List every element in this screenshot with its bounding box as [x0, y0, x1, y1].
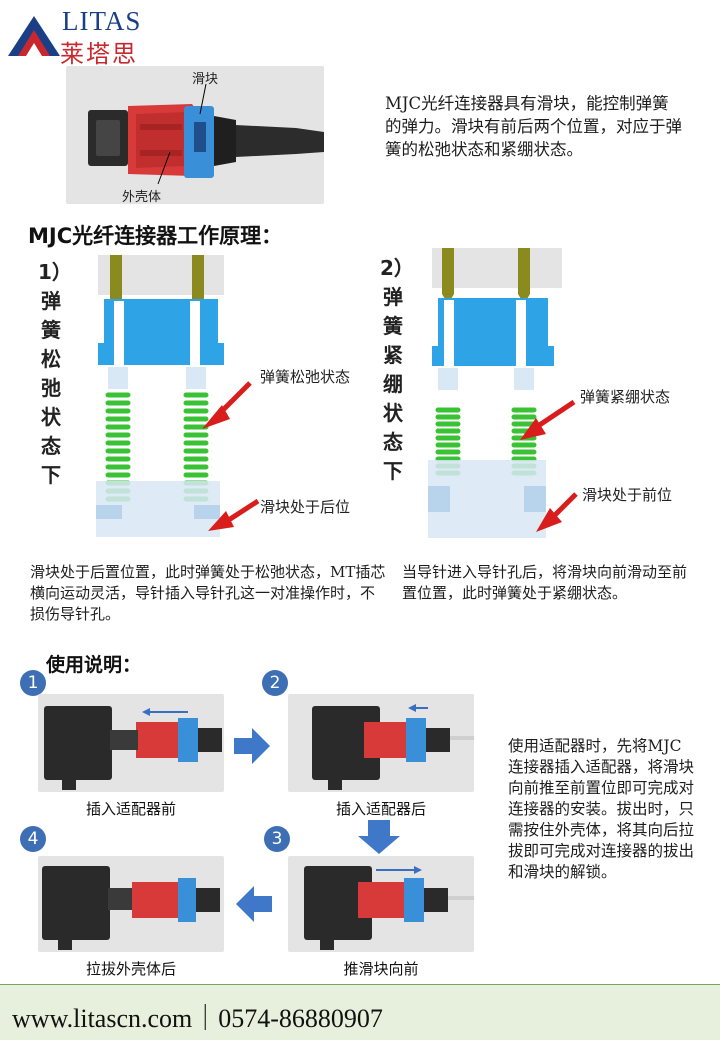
label-char: 状 [41, 405, 61, 429]
step-4-photo [38, 856, 224, 952]
label-char: 态 [41, 434, 61, 458]
step-2-photo [288, 694, 474, 792]
diagram1-relaxed-spring [96, 255, 260, 537]
callout-slider-back: 滑块处于后位 [260, 498, 351, 516]
step-3-photo [288, 856, 474, 952]
label-char: 绷 [383, 372, 403, 396]
down-arrow-icon [358, 820, 400, 854]
callout-spring-tight: 弹簧紧绷状态 [580, 388, 671, 406]
principle-title: MJC光纤连接器工作原理： [28, 224, 283, 248]
left-arrow-icon [236, 886, 272, 922]
step-1-badge: 1 [20, 670, 46, 696]
step-2-caption: 插入适配器后 [335, 800, 426, 818]
label-char: 簧 [41, 318, 61, 342]
connector-photo: 滑块 外壳体 [66, 66, 324, 205]
usage-instructions: 使用适配器时，先将MJC连接器插入适配器，将滑块向前推至前置位即可完成对连接器的… [508, 737, 695, 881]
usage-title: 使用说明： [46, 654, 142, 676]
step-1-caption: 插入适配器前 [85, 800, 176, 818]
slider-label: 滑块 [192, 72, 219, 87]
label-char: 弛 [41, 376, 61, 400]
label-char: 弹 [383, 285, 403, 309]
label-char: 1） [38, 260, 72, 284]
callout-slider-front: 滑块处于前位 [582, 486, 673, 504]
logo-text-cn: 莱塔思 [60, 40, 138, 68]
diagram1-caption: 滑块处于后置位置，此时弹簧处于松弛状态，MT插芯横向运动灵活，导针插入导针孔这一… [30, 563, 386, 623]
label-char: 簧 [383, 314, 403, 338]
label-char: 状 [383, 401, 403, 425]
footer-bar [0, 984, 720, 1040]
right-arrow-icon [234, 728, 270, 764]
litas-logo [8, 16, 60, 56]
step-1-photo [38, 694, 224, 792]
label-char: 态 [383, 430, 403, 454]
step-4-badge: 4 [20, 826, 46, 852]
label-char: 下 [383, 459, 403, 483]
logo-text-en: LITAS [62, 6, 142, 36]
intro-description: MJC光纤连接器具有滑块，能控制弹簧的弹力。滑块有前后两个位置，对应于弹簧的松弛… [385, 94, 682, 159]
label-char: 松 [41, 347, 61, 371]
diagram2-vertical-label: 2） 弹 簧 紧 绷 状 态 下 [380, 254, 420, 486]
step-2-badge: 2 [262, 670, 288, 696]
diagram2-tight-spring [428, 248, 578, 538]
callout-spring-relaxed: 弹簧松弛状态 [260, 368, 351, 386]
diagram1-vertical-label: 1） 弹 簧 松 弛 状 态 下 [38, 258, 78, 490]
label-char: 弹 [41, 289, 61, 313]
label-char: 紧 [383, 343, 403, 367]
footer-contact: www.litascn.com｜0574-86880907 [12, 1004, 383, 1033]
housing-label: 外壳体 [122, 190, 162, 205]
step-3-badge: 3 [264, 826, 290, 852]
diagram2-caption: 当导针进入导针孔后，将滑块向前滑动至前置位置，此时弹簧处于紧绷状态。 [402, 563, 688, 602]
label-char: 下 [41, 463, 61, 487]
step-3-caption: 推滑块向前 [343, 960, 419, 978]
label-char: 2） [380, 256, 414, 280]
step-4-caption: 拉拔外壳体后 [85, 960, 176, 978]
